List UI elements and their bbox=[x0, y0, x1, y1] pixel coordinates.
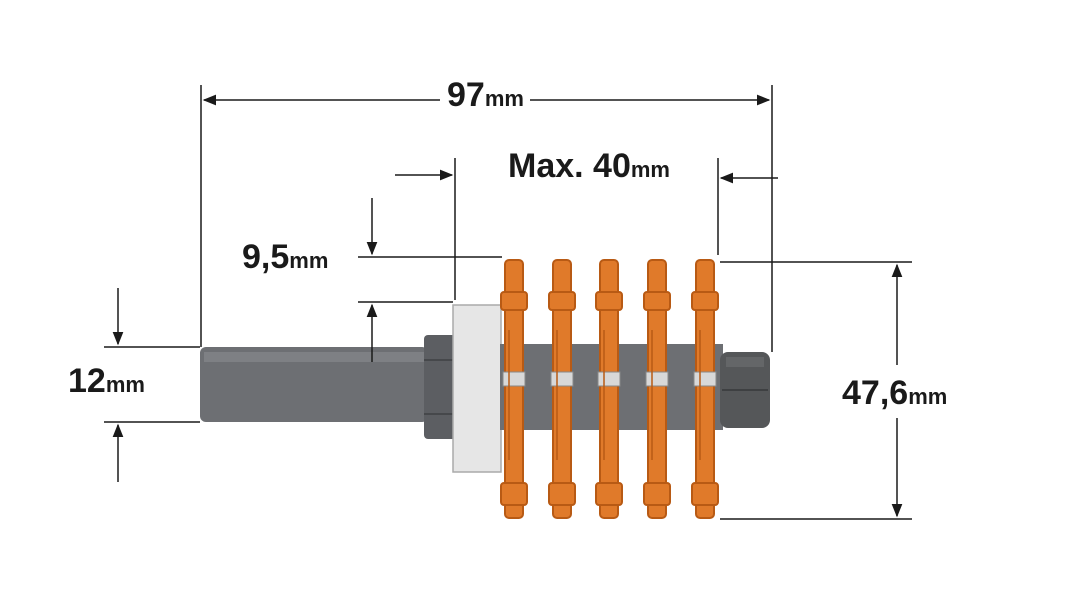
shank bbox=[200, 347, 428, 422]
cutter-5 bbox=[691, 259, 719, 519]
label-overall-length: 97mm bbox=[447, 76, 524, 114]
label-cutter-offset: 9,5mm bbox=[242, 238, 328, 276]
spacer-washer bbox=[452, 304, 502, 473]
label-cut-diameter: 47,6mm bbox=[842, 374, 947, 412]
shank-highlight bbox=[204, 352, 426, 362]
router-bit bbox=[200, 259, 770, 519]
cutter-3 bbox=[595, 259, 623, 519]
cutter-1 bbox=[500, 259, 528, 519]
label-max-cut: Max. 40mm bbox=[508, 147, 670, 185]
cutter-4 bbox=[643, 259, 671, 519]
dimension-lines bbox=[104, 85, 912, 520]
label-shank-diameter: 12mm bbox=[68, 362, 145, 400]
cutter-2 bbox=[548, 259, 576, 519]
